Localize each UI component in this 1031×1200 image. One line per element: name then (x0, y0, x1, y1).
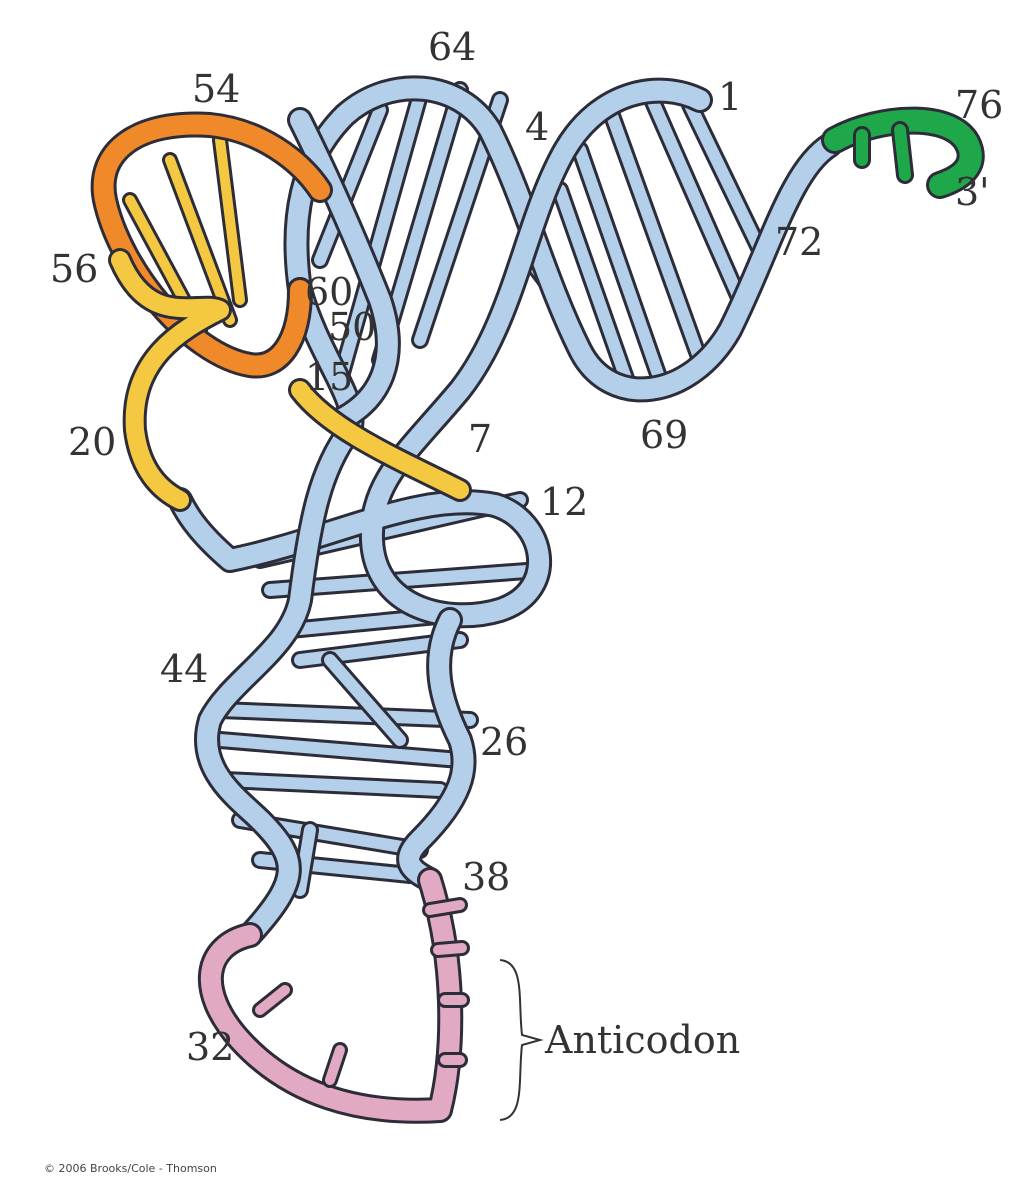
d-loop (111, 251, 229, 509)
base-pair-rung (214, 734, 466, 766)
base-pair-rung (264, 564, 546, 596)
label-1: 1 (718, 75, 742, 119)
label-anticodon: Anticodon (544, 1018, 740, 1062)
base-pair-rung (604, 104, 706, 366)
label-60: 60 (305, 270, 353, 314)
base-pair-rung (219, 774, 446, 796)
base-pair-rung (574, 144, 666, 386)
base-pair-rung (684, 99, 766, 256)
anticodon-base (433, 943, 467, 955)
strand-3prime-acceptor (286, 78, 840, 400)
anticodon-base (325, 1045, 345, 1085)
label-44: 44 (160, 647, 208, 691)
label-15: 15 (305, 355, 353, 399)
label-38: 38 (462, 855, 510, 899)
label-64: 64 (428, 25, 476, 69)
base-pair-rung (314, 104, 386, 266)
base-pair-rung (214, 704, 476, 726)
label-72: 72 (775, 220, 823, 264)
base-pair-rung (324, 654, 406, 746)
label-7: 7 (468, 417, 492, 461)
d-loop-connector (291, 381, 469, 499)
anticodon-base (425, 900, 465, 915)
label-32: 32 (186, 1025, 234, 1069)
label-3prime: 3' (955, 170, 990, 214)
label-76: 76 (955, 83, 1003, 127)
t-loop (93, 114, 330, 376)
label-20: 20 (68, 420, 116, 464)
base-pair-rung (644, 89, 746, 306)
strand-5prime-d-arm (170, 80, 710, 626)
label-12: 12 (540, 480, 588, 524)
label-50: 50 (328, 305, 376, 349)
cca-end (824, 109, 982, 196)
strand-variable (290, 110, 398, 430)
strand-anticodon-3prime (399, 610, 474, 890)
base-pair-rung (294, 824, 316, 896)
base-pair-rung (334, 89, 426, 386)
t-loop-rung (165, 155, 235, 325)
label-69: 69 (640, 413, 688, 457)
backbone-strands (90, 75, 985, 1124)
label-26: 26 (480, 720, 528, 764)
t-loop-rung (215, 135, 245, 305)
base-pair-rung (554, 184, 636, 396)
label-4: 4 (525, 105, 549, 149)
copyright: © 2006 Brooks/Cole - Thomson (44, 1162, 217, 1175)
anticodon-brace (499, 959, 544, 1121)
cca-base (894, 124, 911, 181)
label-56: 56 (50, 247, 98, 291)
label-54: 54 (192, 67, 240, 111)
anticodon-base (255, 985, 290, 1015)
